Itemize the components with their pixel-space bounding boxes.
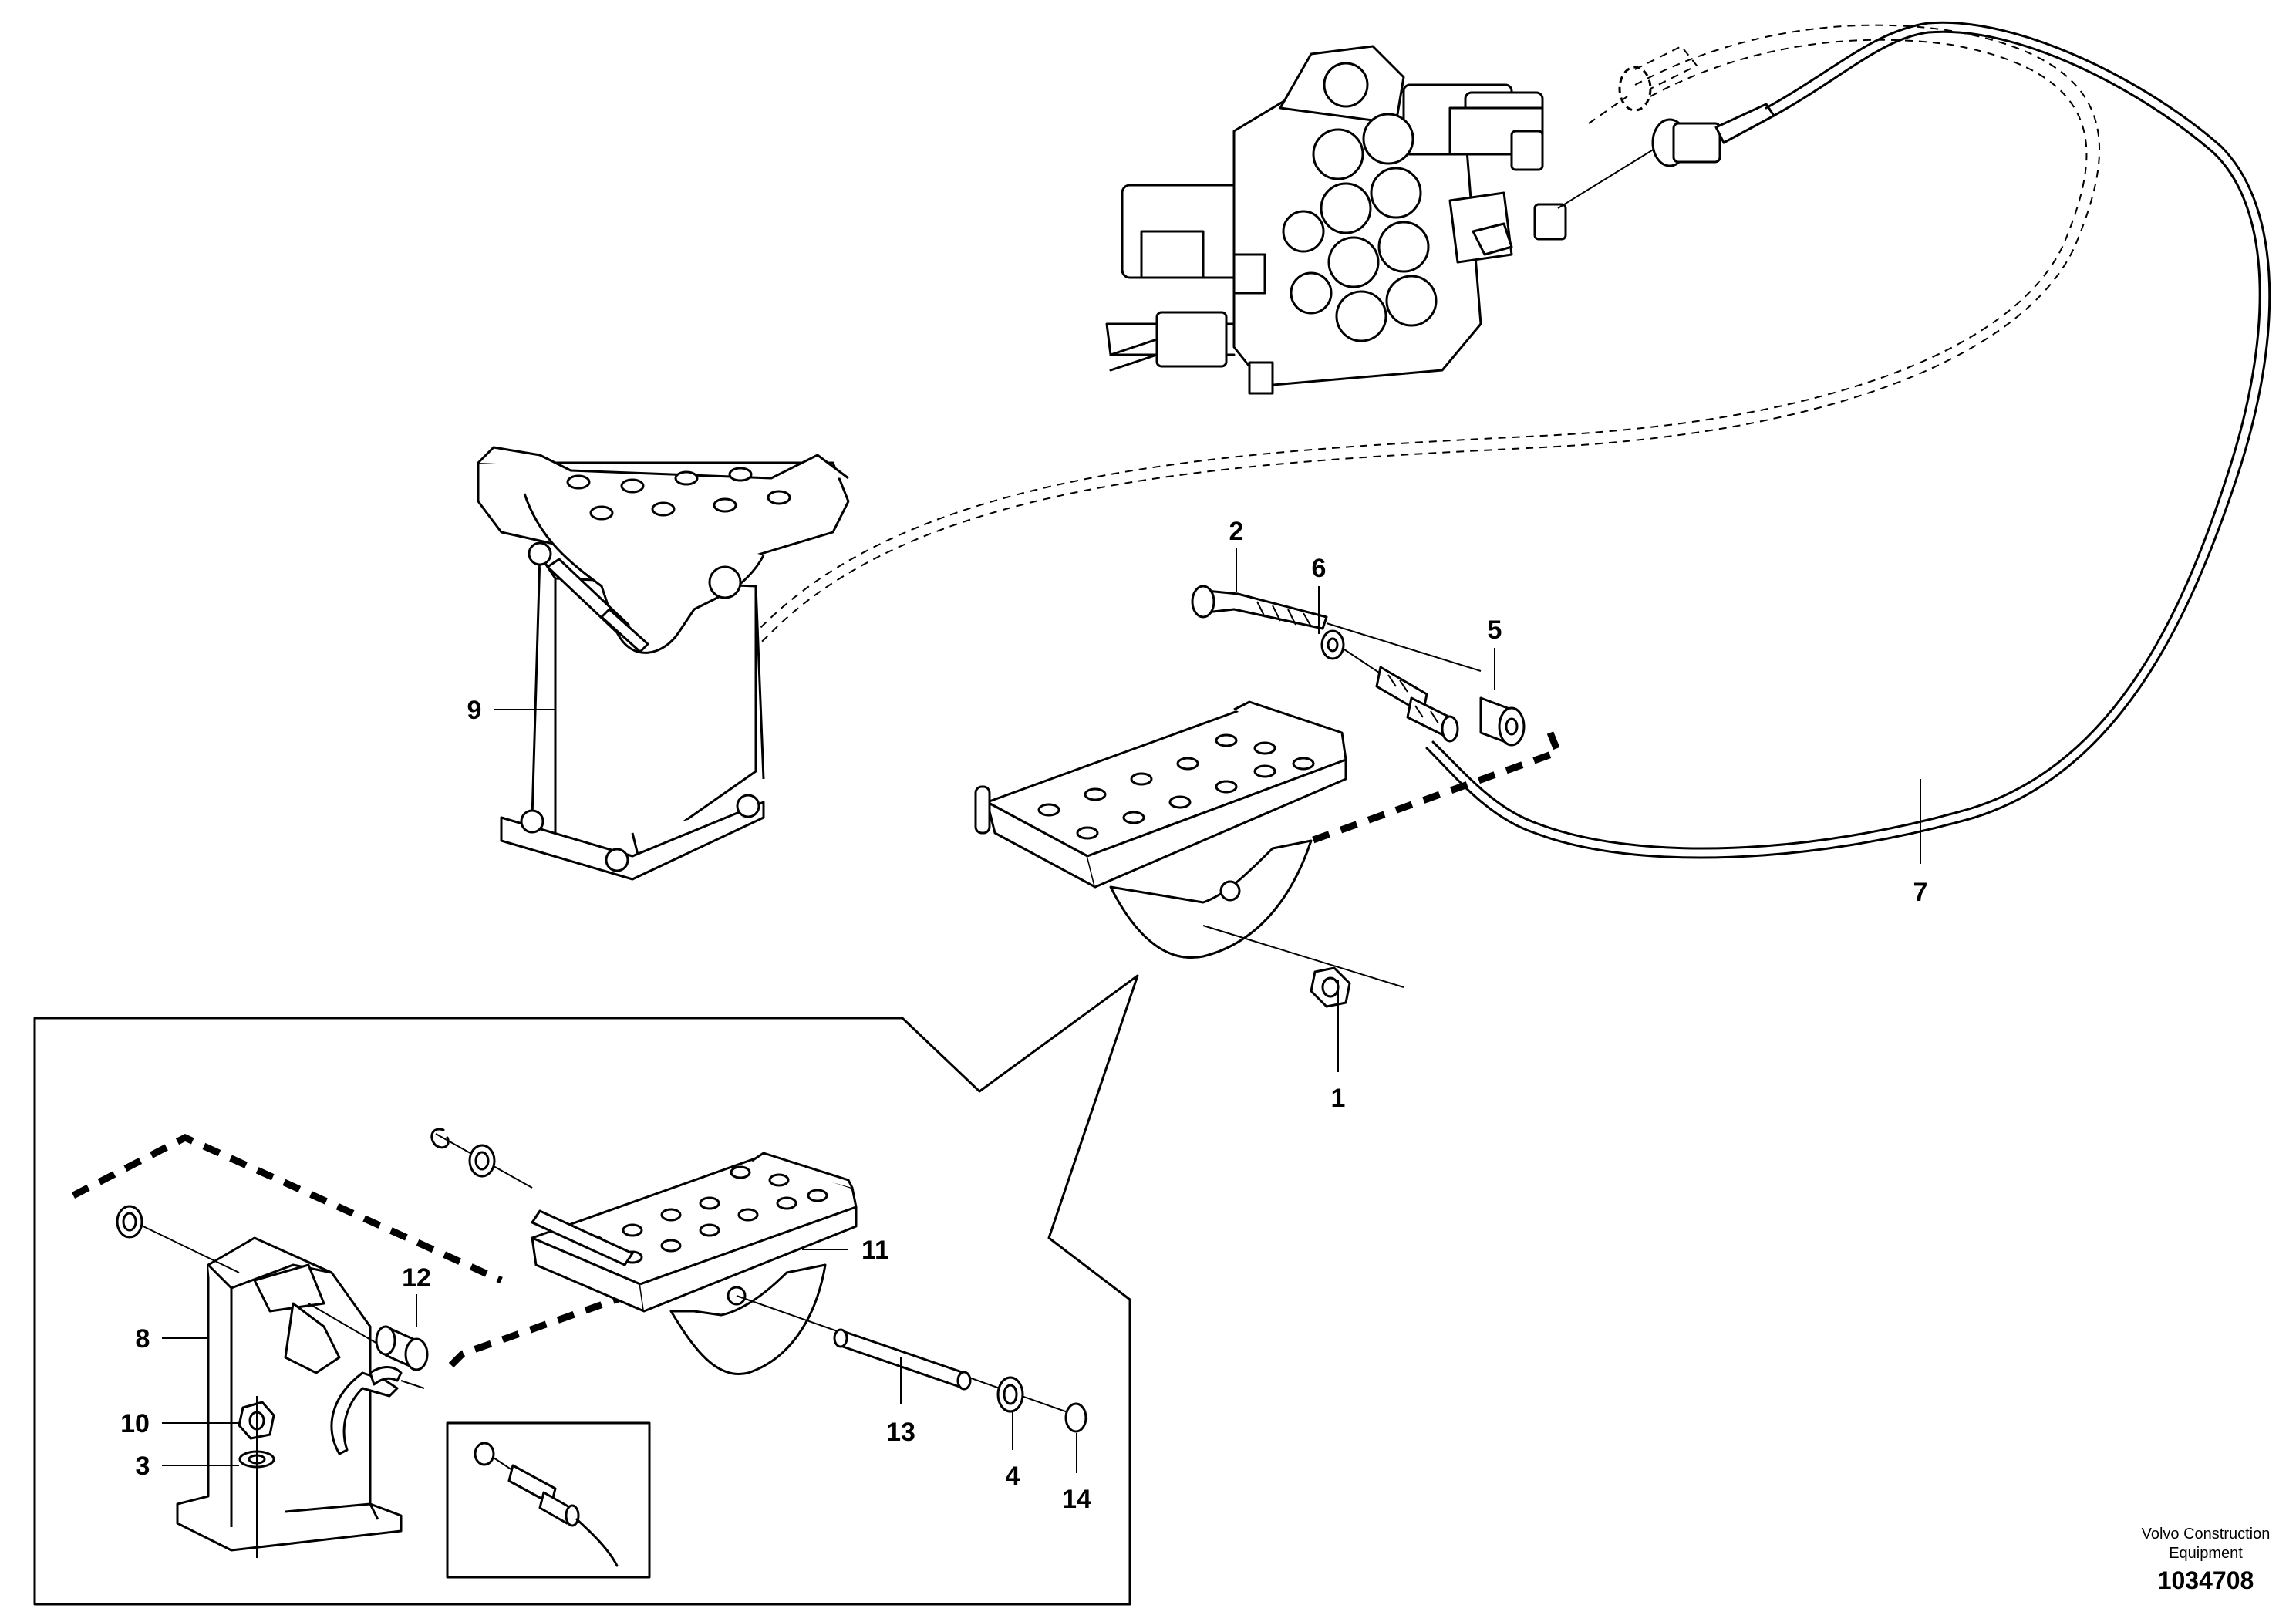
cable-connector (1557, 45, 1775, 209)
clip-14 (1064, 1402, 1087, 1433)
pin-path-middle (1310, 731, 1563, 845)
callout-12: 12 (402, 1263, 431, 1293)
callout-5: 5 (1488, 615, 1502, 645)
spacer-12 (375, 1325, 429, 1371)
callout-7: 7 (1913, 878, 1928, 907)
callout-6: 6 (1312, 554, 1327, 583)
cable-end (1341, 647, 1459, 743)
cable-detail-box (446, 1421, 651, 1579)
callout-10: 10 (120, 1409, 150, 1438)
brand-line-1: Volvo Construction (2142, 1526, 2271, 1543)
drawing-number: 1034708 (2158, 1566, 2254, 1594)
pin-13 (833, 1328, 972, 1391)
washer-upper (468, 1144, 496, 1178)
pin-path-upper (71, 1134, 503, 1284)
callout-4: 4 (1006, 1462, 1020, 1491)
control-cable (1425, 21, 2271, 859)
callout-2: 2 (1229, 517, 1244, 546)
assembly-axis-line (1326, 622, 1482, 672)
callout-3: 3 (136, 1452, 150, 1481)
nut-1 (1310, 966, 1351, 1008)
cable-detail (474, 1442, 619, 1567)
pin-path-lower (448, 1276, 673, 1368)
bracket-8 (176, 1236, 403, 1552)
callout-1: 1 (1331, 1084, 1346, 1113)
callout-13: 13 (886, 1418, 915, 1447)
callout-8: 8 (136, 1324, 150, 1354)
clip-upper (430, 1128, 450, 1149)
callout-11: 11 (861, 1236, 889, 1265)
washer-4 (996, 1376, 1024, 1413)
nut-axis-line (1202, 925, 1404, 988)
control-valve (1105, 45, 1567, 395)
pedal-assembly-9 (477, 446, 850, 881)
pedal-middle (974, 700, 1347, 959)
pedal-11 (531, 1152, 858, 1375)
detail-frame (33, 974, 1139, 1606)
washer-6 (1320, 629, 1345, 660)
brand-line-2: Equipment (2169, 1545, 2243, 1562)
bolt-2 (1191, 585, 1328, 630)
spacer-5 (1479, 696, 1526, 747)
washer-top-left (116, 1205, 143, 1239)
callout-9: 9 (467, 696, 482, 725)
callout-14: 14 (1062, 1485, 1091, 1514)
leader-lines (162, 548, 1921, 1473)
